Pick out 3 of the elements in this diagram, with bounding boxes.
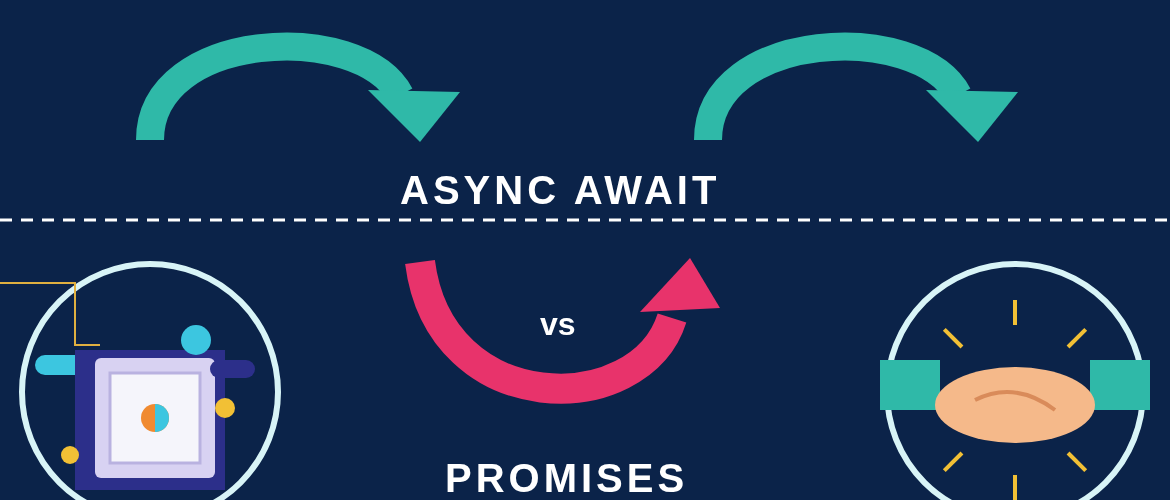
heading-text: PROMISES xyxy=(445,455,689,500)
heading-text: vs xyxy=(540,305,576,344)
heading-text: ASYNC AWAIT xyxy=(400,167,721,214)
